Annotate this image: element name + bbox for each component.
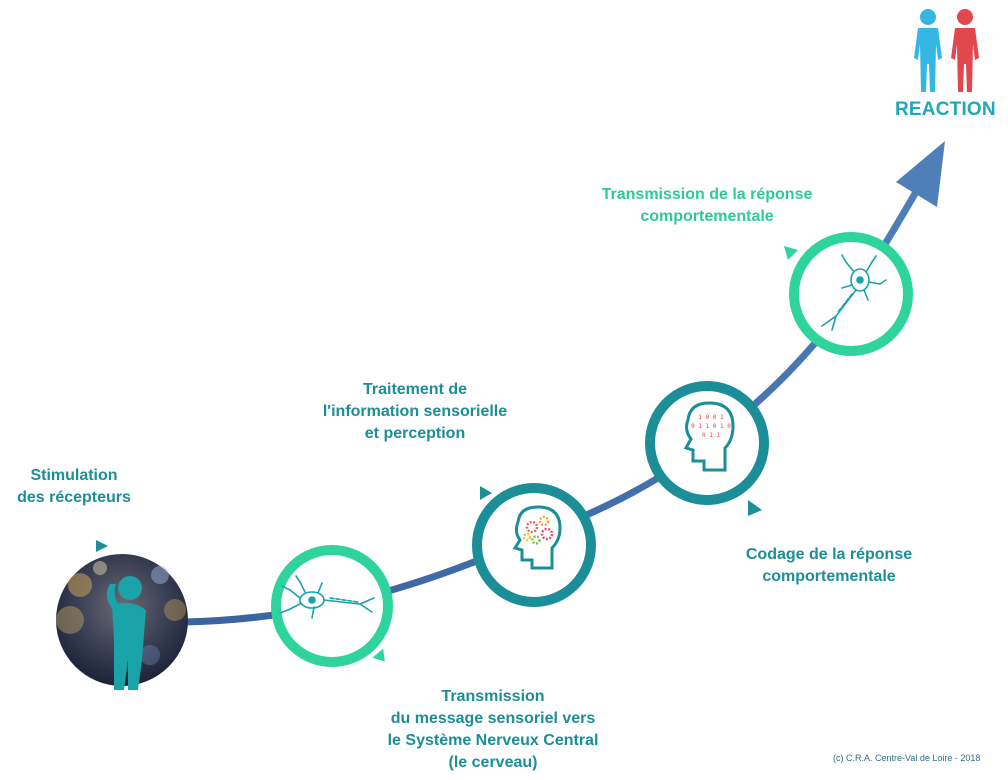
label-transmission-snc: Transmission du message sensoriel vers l…: [387, 688, 599, 771]
neuron-icon: [279, 575, 375, 619]
reaction-label: REACTION: [895, 99, 996, 120]
pointer-triangle: [372, 648, 385, 662]
pointer-triangle: [480, 486, 492, 500]
neuron-icon: [821, 254, 887, 331]
svg-text:0 1 1 0 1 0: 0 1 1 0 1 0: [691, 423, 731, 430]
label-coding: Codage de la réponse comportementale: [745, 546, 913, 585]
credit-text: (c) C.R.A. Centre-Val de Loire - 2018: [833, 753, 981, 763]
pointer-triangle: [748, 500, 762, 516]
step-response-node: [784, 232, 913, 356]
label-processing: Traitement de l'information sensorielle …: [322, 381, 508, 442]
step-processing-node: [472, 483, 596, 607]
reaction-figures: [914, 9, 979, 92]
svg-text:0 1 1: 0 1 1: [702, 432, 720, 439]
svg-text:1 0 0 1: 1 0 0 1: [698, 414, 724, 421]
arrow-head: [896, 141, 945, 207]
person-red-icon: [951, 9, 979, 92]
label-response-transmission: Transmission de la réponse comportementa…: [601, 186, 813, 225]
pointer-triangle: [96, 540, 108, 552]
person-blue-icon: [914, 9, 942, 92]
step-stimulation-node: [56, 540, 188, 690]
pointer-triangle: [784, 246, 798, 260]
brain-gears-icon: [512, 505, 562, 570]
step-transmission-node: [271, 545, 393, 667]
brain-binary-icon: 1 0 0 1 0 1 1 0 1 0 0 1 1: [683, 401, 735, 472]
person-head-icon: [106, 576, 146, 690]
step-coding-node: 1 0 0 1 0 1 1 0 1 0 0 1 1: [645, 381, 769, 516]
label-stimulation: Stimulation des récepteurs: [17, 467, 131, 506]
